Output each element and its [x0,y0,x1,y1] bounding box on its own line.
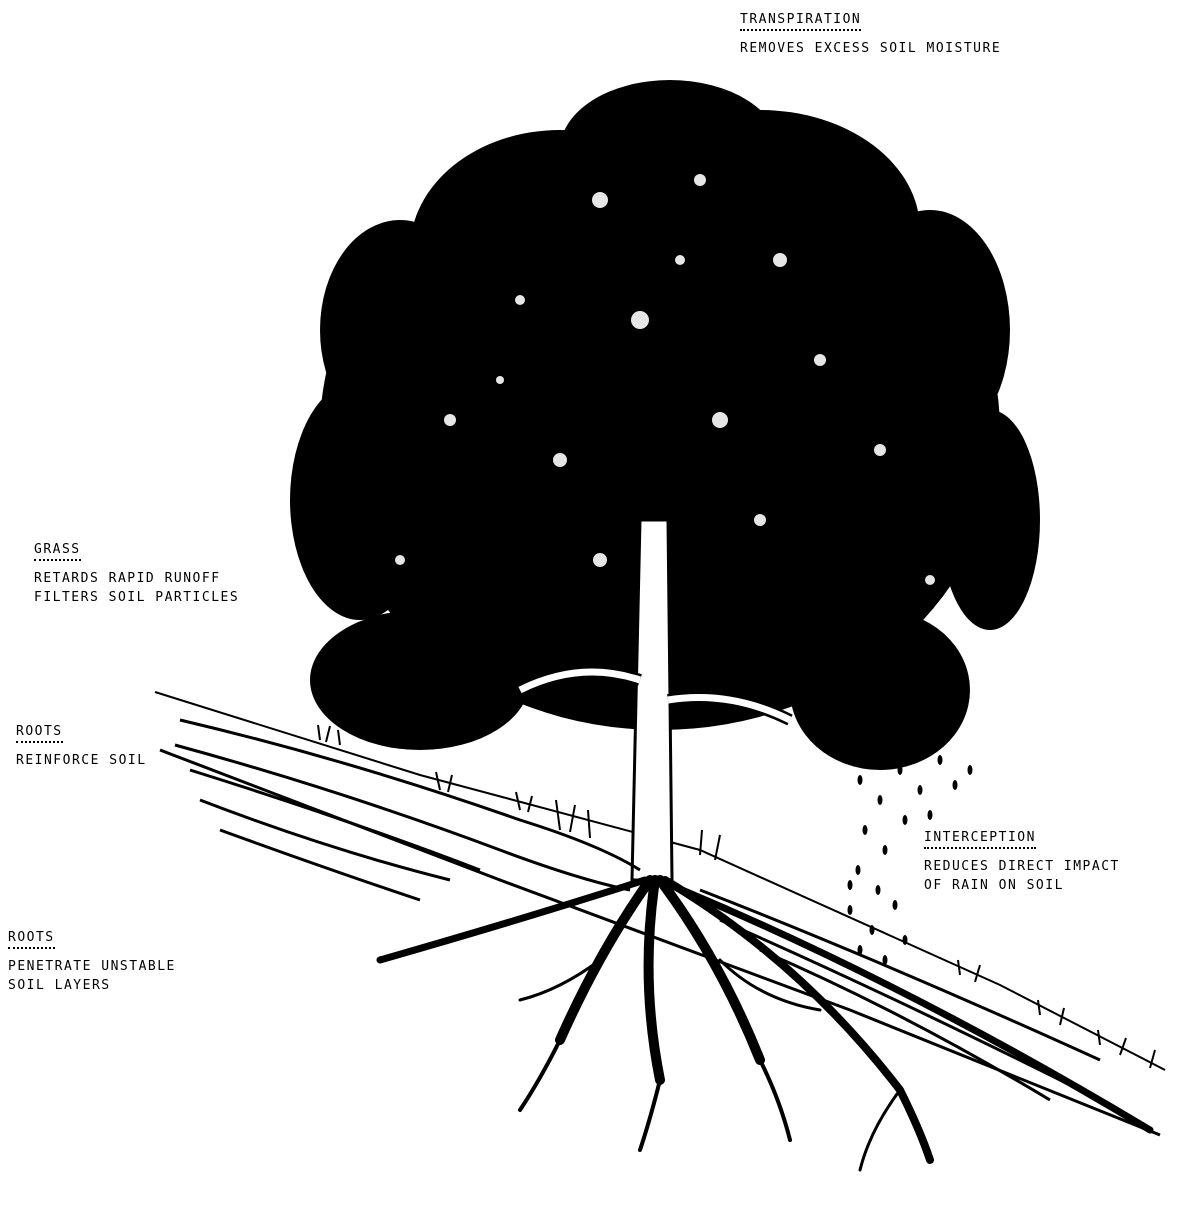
label-transpiration: TRANSPIRATION REMOVES EXCESS SOIL MOISTU… [740,10,1001,58]
label-interception-line-2: OF RAIN ON SOIL [924,876,1120,895]
label-grass: GRASS RETARDS RAPID RUNOFF FILTERS SOIL … [34,540,239,607]
label-roots-reinforce-line-1: REINFORCE SOIL [16,751,147,770]
label-roots-reinforce-heading: ROOTS [16,722,63,743]
label-roots-reinforce: ROOTS REINFORCE SOIL [16,722,147,770]
label-roots-penetrate-heading: ROOTS [8,928,55,949]
label-roots-penetrate: ROOTS PENETRATE UNSTABLE SOIL LAYERS [8,928,176,995]
tree-roots [380,880,1150,1170]
label-grass-line-1: RETARDS RAPID RUNOFF [34,569,239,588]
label-grass-heading: GRASS [34,540,81,561]
label-transpiration-line-1: REMOVES EXCESS SOIL MOISTURE [740,39,1001,58]
label-interception: INTERCEPTION REDUCES DIRECT IMPACT OF RA… [924,828,1120,895]
label-interception-heading: INTERCEPTION [924,828,1036,849]
label-grass-line-2: FILTERS SOIL PARTICLES [34,588,239,607]
label-transpiration-heading: TRANSPIRATION [740,10,861,31]
label-roots-penetrate-line-1: PENETRATE UNSTABLE [8,957,176,976]
label-roots-penetrate-line-2: SOIL LAYERS [8,976,176,995]
label-interception-line-1: REDUCES DIRECT IMPACT [924,857,1120,876]
